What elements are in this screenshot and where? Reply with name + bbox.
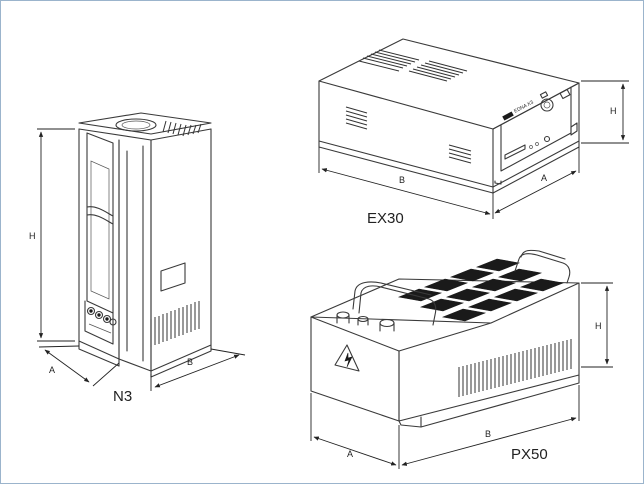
px50-unit-drawing bbox=[310, 249, 580, 428]
px50-dim-a: A bbox=[310, 393, 400, 469]
px50-fan-grid bbox=[397, 258, 565, 322]
ex30-h-label: H bbox=[610, 106, 617, 116]
px50-b-label: B bbox=[485, 429, 491, 439]
px50-dim-b: B bbox=[401, 385, 580, 466]
n3-h-label: H bbox=[29, 231, 36, 241]
ex30-unit-drawing: EDNA X3 bbox=[318, 38, 580, 194]
px50-a-label: A bbox=[347, 449, 353, 459]
ex30-title: EX30 bbox=[367, 210, 404, 227]
ex30-b-label: B bbox=[399, 175, 405, 185]
px50-title: PX50 bbox=[511, 446, 548, 463]
px50-h-label: H bbox=[595, 321, 602, 331]
ex30-dim-h: H bbox=[581, 80, 629, 144]
ex30-a-label: A bbox=[541, 173, 547, 183]
n3-b-label: B bbox=[187, 357, 193, 367]
n3-dim-b: B bbox=[150, 348, 246, 391]
n3-dim-h: H bbox=[29, 128, 75, 342]
ex30-dim-a: A bbox=[494, 147, 580, 214]
n3-title: N3 bbox=[113, 388, 132, 405]
n3-dim-a: A bbox=[38, 345, 120, 387]
ex30-dim-b: B bbox=[318, 147, 494, 219]
px50-dim-h: H bbox=[581, 282, 613, 368]
n3-unit-drawing bbox=[78, 112, 212, 378]
px50-vent bbox=[458, 339, 572, 397]
warning-icon bbox=[334, 344, 360, 372]
n3-a-label: A bbox=[49, 365, 55, 375]
